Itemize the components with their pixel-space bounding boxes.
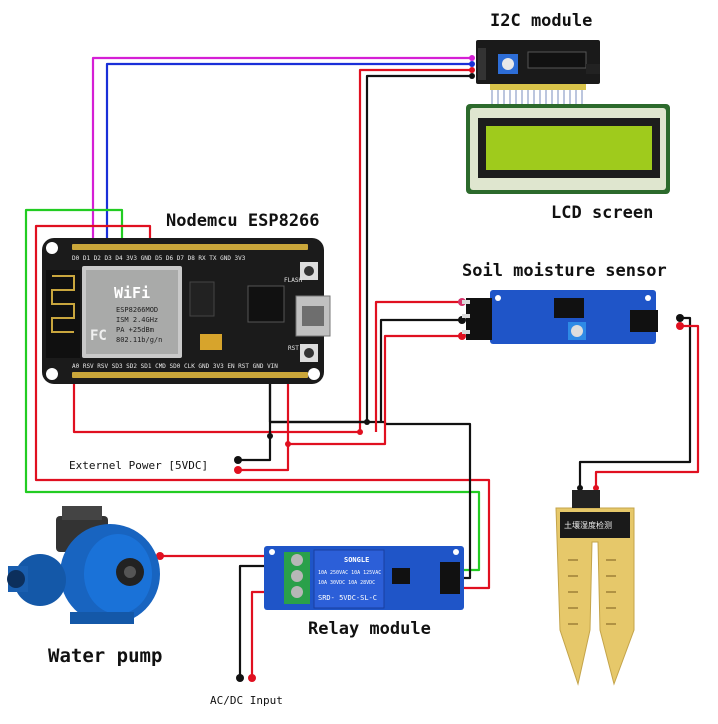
wire-blue-scl (105, 62, 472, 243)
nodemcu-label: Nodemcu ESP8266 (166, 211, 320, 231)
wire-magenta-sda (91, 56, 472, 243)
acdc-input-label: AC/DC Input (210, 694, 283, 707)
module-pa-text: PA +25dBm (116, 326, 154, 334)
module-ism-text: ISM 2.4GHz (116, 316, 158, 324)
external-power-label: Externel Power [5VDC] (69, 459, 208, 472)
relay-model: SRD- 5VDC-SL-C (318, 594, 377, 602)
soil-sensor-module (462, 290, 658, 344)
i2c-module (476, 40, 600, 110)
flash-label: FLASH (284, 277, 302, 284)
soil-probe: 土壤湿度检测 (555, 490, 635, 686)
wire-red-soil-vcc (374, 300, 462, 432)
wire-red-soil-a0 (288, 334, 462, 446)
wire-red-probe (594, 324, 700, 488)
wire-red-vcc-i2c (72, 68, 472, 434)
wire-black-ext-power (238, 372, 272, 462)
wire-black-probe (578, 316, 692, 488)
wire-red-ext-power (238, 372, 290, 472)
nodemcu-board: WiFi ESP8266MOD ISM 2.4GHz PA +25dBm 802… (42, 238, 331, 384)
fcc-logo: FC (90, 328, 107, 344)
relay-module: SONGLE 10A 250VAC 10A 125VAC 10A 30VDC 1… (264, 546, 464, 610)
bottom-pins-label: A0 RSV RSV SD3 SD2 SD1 CMD SD0 CLK GND 3… (72, 363, 278, 370)
relay-cube (313, 549, 385, 609)
relay-rating1: 10A 250VAC 10A 125VAC (318, 570, 381, 576)
probe-title: 土壤湿度检测 (564, 520, 612, 530)
rst-label: RST (288, 345, 299, 352)
i2c-module-label: I2C module (490, 11, 592, 31)
module-std-text: 802.11b/g/n (116, 336, 162, 344)
potentiometer-icon (502, 58, 514, 70)
water-pump-label: Water pump (48, 645, 162, 667)
relay-rating2: 10A 30VDC 10A 28VDC (318, 580, 375, 586)
wifi-logo: WiFi (114, 284, 150, 302)
soil-sensor-label: Soil moisture sensor (462, 261, 667, 281)
top-pins-label: D0 D1 D2 D3 D4 3V3 GND D5 D6 D7 D8 RX TX… (72, 255, 246, 262)
wires (24, 56, 700, 676)
relay-brand: SONGLE (344, 556, 369, 564)
wire-green-relay-in (24, 208, 481, 572)
relay-module-label: Relay module (308, 619, 431, 639)
lcd-screen (466, 104, 670, 194)
wire-black-soil-gnd (379, 318, 462, 422)
usb-chip (247, 285, 285, 323)
water-pump (7, 506, 160, 624)
module-model-text: ESP8266MOD (116, 306, 158, 314)
wire-red-relay-vcc (34, 224, 491, 590)
lcd-screen-label: LCD screen (551, 203, 653, 223)
